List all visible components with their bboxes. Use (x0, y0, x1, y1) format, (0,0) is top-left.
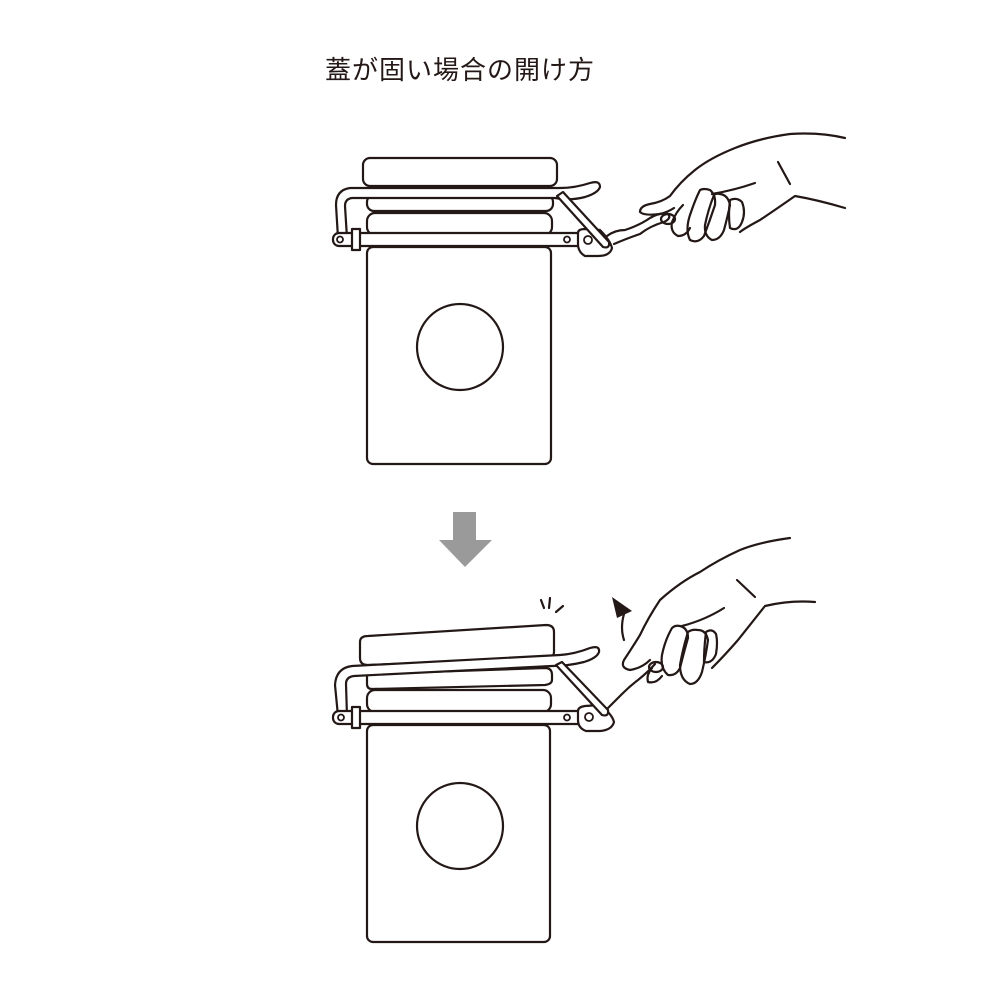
thumbnail (659, 212, 677, 226)
finger (670, 203, 692, 238)
thumb (646, 666, 664, 684)
title-text: 蓋が固い場合の開け方 (324, 56, 595, 86)
finger (686, 187, 717, 243)
hinge-band (331, 709, 595, 726)
thumbnail (647, 660, 665, 674)
rivet (337, 713, 345, 722)
rivet (336, 235, 344, 244)
lift-up-arrow-icon (612, 597, 632, 642)
lever-arm (554, 660, 610, 717)
jar-opened (331, 623, 657, 944)
hand-outline-bottom (738, 194, 847, 234)
hinge-band (331, 231, 595, 248)
band-clip (350, 227, 362, 252)
lever-pivot (583, 235, 593, 245)
wire-bail (333, 646, 601, 718)
hand-closed (638, 132, 847, 243)
hand-outline-bottom (710, 600, 817, 670)
hand-opened (621, 536, 817, 686)
wire-bail (334, 181, 602, 240)
lever-arm (555, 190, 611, 249)
finger (703, 192, 732, 242)
page-title: 蓋が固い場合の開け方 (0, 50, 1000, 87)
jar-label-circle (415, 781, 505, 871)
finger (727, 197, 746, 231)
jar-neck-ring (365, 211, 554, 237)
down-arrow-icon (439, 512, 492, 567)
jar-body (365, 245, 553, 466)
rivet (563, 235, 571, 244)
jar-neck-ring (365, 688, 553, 714)
jar-closed (331, 156, 671, 466)
hand-outline-top (638, 132, 847, 216)
finger (678, 628, 710, 686)
pop-sound-marks (539, 596, 565, 614)
jar-label-circle (415, 302, 505, 392)
jar-lid-tilted (358, 623, 556, 667)
jar-body (365, 723, 552, 944)
jar-lid (361, 156, 559, 188)
knuckle-line (776, 160, 792, 186)
band-clip (350, 705, 362, 730)
hand-outline-top (621, 536, 792, 672)
rivet (563, 713, 571, 722)
lever-pivot (584, 712, 594, 722)
lever-tail (606, 662, 657, 710)
finger-crease (680, 606, 726, 628)
knuckle-line (735, 578, 757, 599)
finger-crease (710, 181, 757, 196)
finger (702, 629, 719, 664)
